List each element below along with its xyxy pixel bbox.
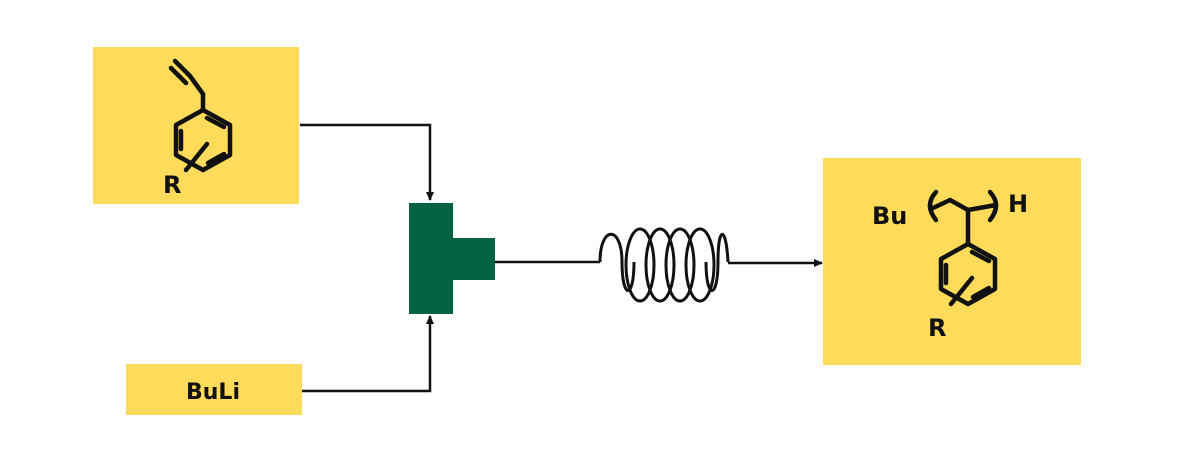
- reagent-label: BuLi: [186, 380, 240, 405]
- coil-reactor-icon: [598, 227, 730, 303]
- reagent-box: BuLi: [126, 364, 302, 415]
- monomer-feed-line: [300, 123, 434, 201]
- polystyrene-structure-icon: [927, 189, 999, 307]
- monomer-box: R: [93, 47, 299, 204]
- product-bu-label: Bu: [872, 202, 907, 230]
- reagent-feed-line: [302, 315, 434, 393]
- product-box: Bu H R: [823, 158, 1081, 365]
- monomer-box-bg: [93, 47, 299, 204]
- t-mixer-icon: [409, 203, 495, 314]
- product-h-label: H: [1008, 190, 1028, 218]
- monomer-r-label: R: [163, 171, 181, 199]
- reagent-box-bg: [126, 364, 302, 415]
- product-box-bg: [823, 158, 1081, 365]
- styrene-structure-icon: [168, 58, 233, 173]
- product-r-label: R: [928, 314, 946, 342]
